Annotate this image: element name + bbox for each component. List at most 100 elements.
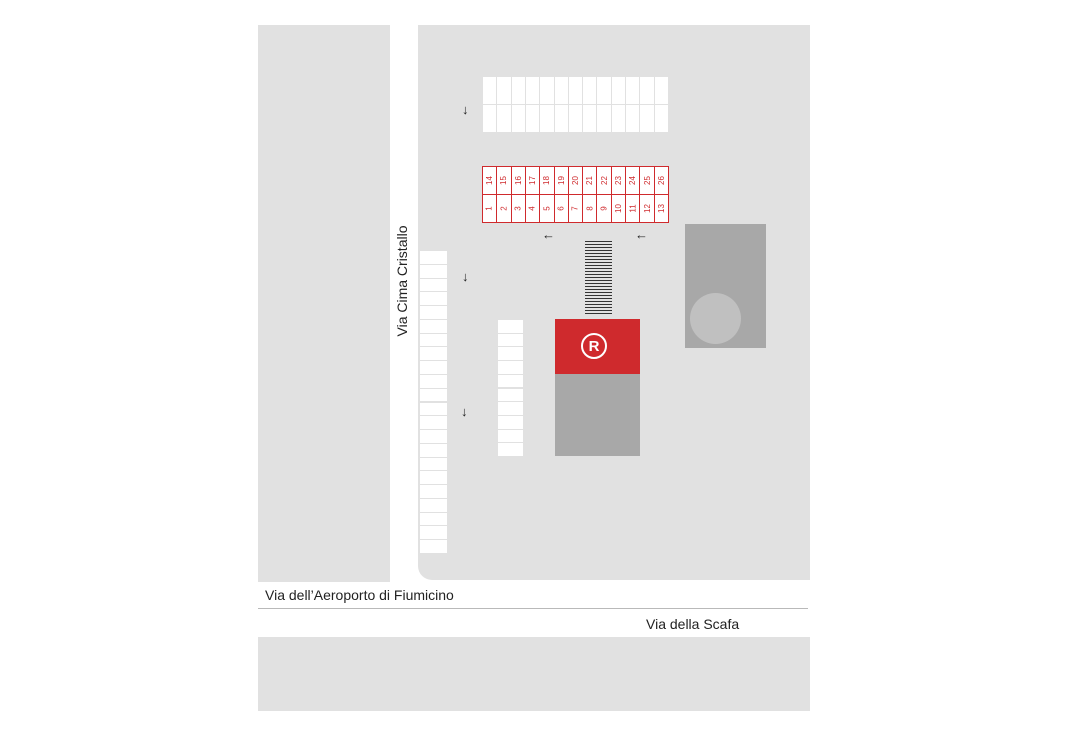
parking-space <box>497 387 524 403</box>
parking-space-number: 9 <box>599 206 609 211</box>
parking-space-number: 23 <box>613 176 623 185</box>
parking-space <box>497 442 524 457</box>
parking-space <box>419 456 448 472</box>
numbered-parking-space: 19 <box>553 166 569 195</box>
arrow-left-icon: ← <box>635 227 648 242</box>
parking-space <box>510 76 526 105</box>
parking-space <box>510 104 526 133</box>
crosswalk <box>585 241 612 317</box>
parking-space-number: 6 <box>556 206 566 211</box>
parking-space <box>639 104 655 133</box>
parking-space <box>653 104 669 133</box>
crosswalk-stripe <box>585 310 612 311</box>
numbered-parking-space: 11 <box>625 194 641 223</box>
parking-grid-top <box>482 76 669 133</box>
parking-space <box>497 360 524 375</box>
numbered-parking-space: 1 <box>482 194 498 223</box>
parking-space-number: 21 <box>585 176 595 185</box>
parking-strip-left <box>419 250 448 554</box>
parking-space <box>419 401 448 417</box>
parking-space <box>653 76 669 105</box>
parking-space <box>596 104 612 133</box>
crosswalk-stripe <box>585 292 612 293</box>
parking-space <box>419 442 448 458</box>
crosswalk-stripe <box>585 259 612 260</box>
arrow-down-icon: ↓ <box>462 102 469 117</box>
numbered-parking-space: 4 <box>524 194 541 223</box>
crosswalk-stripe <box>585 268 612 269</box>
parking-space <box>419 525 448 541</box>
parking-space <box>419 360 448 375</box>
parking-space-number: 4 <box>528 206 538 211</box>
parking-space-number: 1 <box>485 206 495 211</box>
parking-space <box>539 104 555 133</box>
arrow-down-icon: ↓ <box>461 404 468 419</box>
numbered-parking-space: 10 <box>610 194 627 223</box>
parking-space <box>524 104 541 133</box>
parking-space <box>419 291 448 307</box>
crosswalk-stripe <box>585 271 612 272</box>
parking-space <box>419 539 448 554</box>
numbered-parking-space: 16 <box>510 166 526 195</box>
crosswalk-stripe <box>585 262 612 263</box>
parking-space <box>419 346 448 362</box>
parking-space-number: 5 <box>542 206 552 211</box>
parking-space-number: 15 <box>499 176 509 185</box>
parking-space <box>539 76 555 105</box>
crosswalk-stripe <box>585 256 612 257</box>
parking-space-number: 18 <box>542 176 552 185</box>
parking-space <box>497 332 524 348</box>
parking-space <box>419 263 448 279</box>
parking-space <box>497 401 524 416</box>
parking-strip-middle <box>497 319 524 457</box>
parking-space-number: 16 <box>513 176 523 185</box>
parking-space-number: 17 <box>528 176 538 185</box>
crosswalk-stripe <box>585 253 612 254</box>
crosswalk-stripe <box>585 304 612 305</box>
numbered-parking-space: 8 <box>582 194 598 223</box>
crosswalk-stripe <box>585 313 612 314</box>
road-label-via-cima-cristallo: Via Cima Cristallo <box>394 225 410 337</box>
parking-space-number: 14 <box>485 176 495 185</box>
road-label-via-scafa: Via della Scafa <box>646 616 740 632</box>
numbered-parking-space: 25 <box>639 166 655 195</box>
numbered-parking-space: 15 <box>496 166 512 195</box>
crosswalk-stripe <box>585 247 612 248</box>
parking-space <box>497 428 524 444</box>
numbered-parking-space: 26 <box>653 166 669 195</box>
numbered-parking-space: 9 <box>596 194 612 223</box>
parking-space <box>482 104 498 133</box>
parking-space <box>482 76 498 105</box>
crosswalk-stripe <box>585 265 612 266</box>
numbered-parking-space: 18 <box>539 166 555 195</box>
parking-space <box>596 76 612 105</box>
road-label-via-aeroporto: Via dell’Aeroporto di Fiumicino <box>265 587 454 603</box>
numbered-parking-space: 5 <box>539 194 555 223</box>
parking-space <box>639 76 655 105</box>
parking-space-number: 10 <box>613 204 623 213</box>
numbered-parking-space: 21 <box>582 166 598 195</box>
numbered-parking-space: 22 <box>596 166 612 195</box>
crosswalk-stripe <box>585 244 612 245</box>
parking-space-number: 7 <box>570 206 580 211</box>
parking-space <box>610 104 627 133</box>
parking-space <box>625 76 641 105</box>
left-block <box>258 25 390 582</box>
parking-space <box>497 373 524 389</box>
crosswalk-stripe <box>585 298 612 299</box>
numbered-parking-space: 12 <box>639 194 655 223</box>
numbered-parking-space: 7 <box>567 194 584 223</box>
registered-logo-icon: R <box>581 333 607 359</box>
parking-space <box>582 76 598 105</box>
parking-space <box>496 104 512 133</box>
numbered-parking-space: 6 <box>553 194 569 223</box>
parking-space-number: 11 <box>628 204 638 213</box>
crosswalk-stripe <box>585 301 612 302</box>
parking-space <box>419 429 448 444</box>
numbered-parking-space: 2 <box>496 194 512 223</box>
parking-space <box>419 332 448 348</box>
parking-space-number: 22 <box>599 176 609 185</box>
parking-space <box>582 104 598 133</box>
numbered-parking-space: 23 <box>610 166 627 195</box>
